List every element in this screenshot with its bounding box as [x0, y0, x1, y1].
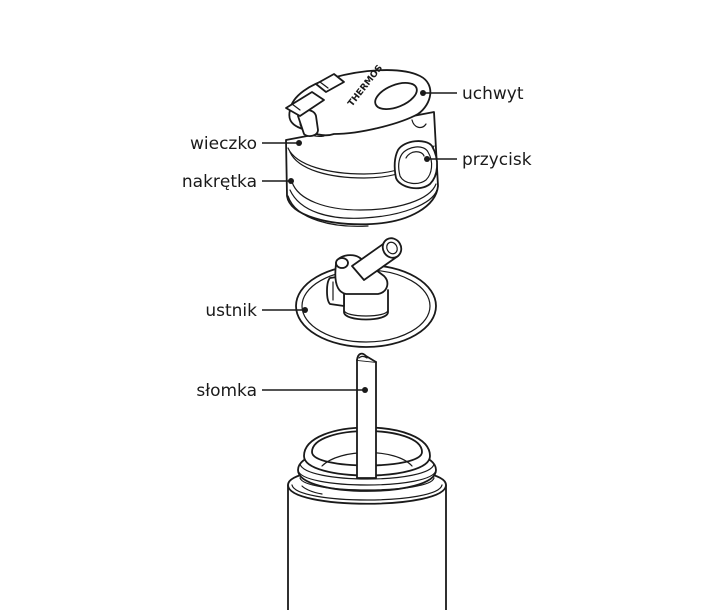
mouthpiece	[295, 237, 437, 348]
cap: THERMOS	[285, 63, 439, 227]
label-nakretka: nakrętka	[182, 172, 257, 192]
label-przycisk: przycisk	[462, 150, 532, 170]
part-labels: uchwyt wieczko przycisk nakrętka ustnik …	[182, 84, 532, 401]
label-ustnik: ustnik	[205, 301, 257, 321]
label-slomka: słomka	[196, 381, 257, 401]
label-wieczko: wieczko	[190, 134, 257, 154]
straw	[356, 352, 377, 479]
label-uchwyt: uchwyt	[462, 84, 524, 104]
leader-lines	[262, 92, 457, 391]
